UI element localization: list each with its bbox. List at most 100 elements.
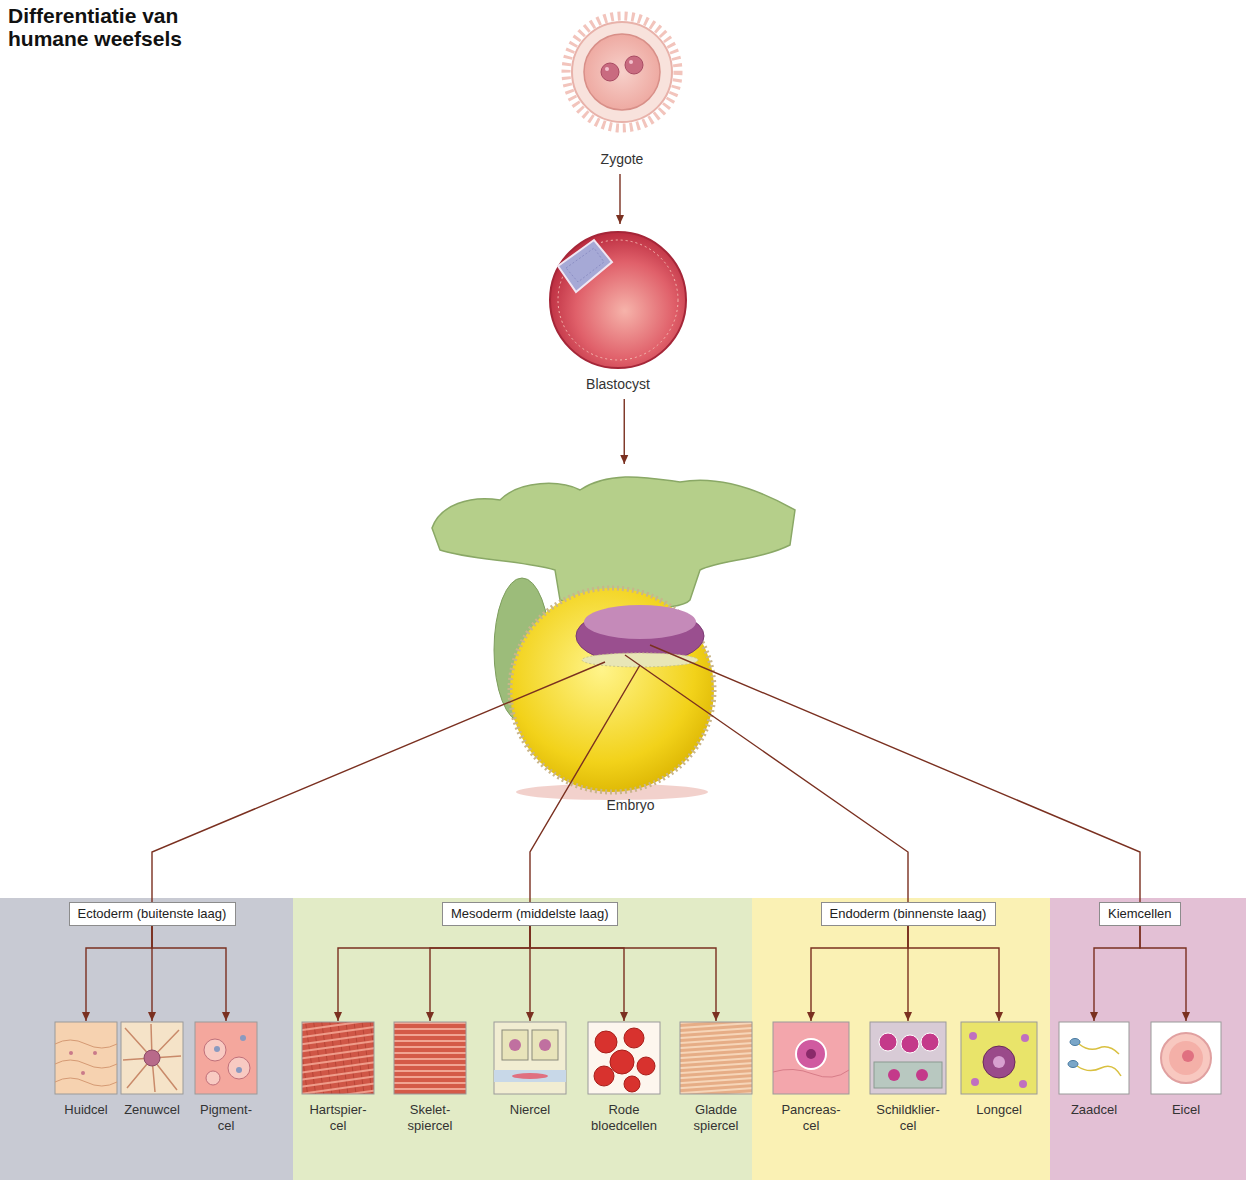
zygote-picture: [566, 16, 678, 128]
cell-label: Pancreas- cel: [781, 1102, 840, 1134]
cell-pictures: [512, 1073, 548, 1079]
cell-pictures: [1169, 1041, 1203, 1075]
cell-picture: Skelet- spiercel: [394, 1022, 466, 1094]
embryo-picture: [510, 588, 714, 792]
cell-pictures: [55, 1040, 117, 1048]
cell-pictures: [204, 1039, 226, 1061]
cell-pictures: [121, 1022, 183, 1094]
blastocyst-picture: [550, 232, 686, 368]
cell-pictures: [879, 1033, 897, 1051]
cell-pictures: [539, 1039, 551, 1051]
stage-label: Blastocyst: [548, 376, 688, 393]
zygote-picture: [605, 67, 609, 71]
zygote-picture: [566, 16, 678, 128]
cell-picture: Huidcel: [55, 1022, 117, 1094]
cell-pictures: [1182, 1050, 1194, 1062]
cell-label: Huidcel: [64, 1102, 107, 1118]
cell-label: Rode bloedcellen: [591, 1102, 657, 1134]
connector-arrow: [530, 926, 624, 1021]
germ-layer-box: Endoderm (binnenste laag): [821, 902, 996, 926]
cell-picture: Zaadcel: [1059, 1022, 1129, 1094]
stage-label: Zygote: [567, 151, 677, 168]
cell-pictures: [588, 1022, 660, 1094]
germ-layer-bands: [1050, 898, 1246, 1180]
cell-pictures: [1021, 1034, 1029, 1042]
connector-line: [530, 665, 640, 902]
germ-layer-bands: [752, 898, 1050, 1180]
cell-pictures: [93, 1051, 97, 1055]
cell-pictures: [55, 1022, 1221, 1094]
connector-arrow: [430, 926, 530, 1021]
cell-pictures: [594, 1066, 614, 1086]
germ-layer-label: Ectoderm (buitenste laag): [70, 903, 235, 925]
cell-pictures: [228, 1057, 250, 1079]
stage-picture: Embryo: [448, 466, 813, 814]
cell-pictures: [1151, 1022, 1221, 1094]
cell-pictures: [121, 1022, 183, 1094]
cell-pictures: [993, 1056, 1005, 1068]
connector-line: [625, 655, 908, 902]
cell-label: Niercel: [510, 1102, 550, 1118]
connector-arrow: [1094, 926, 1140, 1021]
cell-pictures: [773, 1022, 849, 1094]
cell-pictures: [302, 1022, 374, 1094]
cell-pictures: [916, 1069, 928, 1081]
zygote-picture: [584, 34, 660, 110]
germ-layer-bands: [0, 898, 1246, 1180]
cell-pictures: [680, 1022, 752, 1094]
cell-pictures: [195, 1022, 257, 1094]
cell-picture: Hartspier- cel: [302, 1022, 374, 1094]
cell-pictures: [69, 1051, 73, 1055]
cell-pictures: [921, 1033, 939, 1051]
cell-picture: Gladde spiercel: [680, 1022, 752, 1094]
cell-label: Zenuwcel: [124, 1102, 180, 1118]
germ-layer-box: Ectoderm (buitenste laag): [69, 902, 236, 926]
cell-pictures: [302, 1022, 374, 1094]
cell-pictures: [1161, 1033, 1211, 1083]
zygote-picture: [572, 22, 672, 122]
cell-pictures: [961, 1022, 1037, 1094]
cell-pictures: [81, 1071, 85, 1075]
cell-pictures: [1019, 1080, 1027, 1088]
cell-label: Skelet- spiercel: [408, 1102, 453, 1134]
germ-layer-label: Endoderm (binnenste laag): [822, 903, 995, 925]
connector-line: [650, 645, 1140, 902]
cell-pictures: [624, 1076, 640, 1092]
connector-arrow: [1140, 926, 1186, 1021]
cell-picture: Rode bloedcellen: [588, 1022, 660, 1094]
cell-pictures: [494, 1022, 566, 1094]
embryo-picture: [584, 605, 696, 639]
cell-pictures: [1070, 1039, 1080, 1046]
embryo-picture: [432, 477, 795, 800]
blastocyst-picture: [566, 248, 604, 282]
diagram-title: Differentiatie van humane weefsels: [8, 4, 258, 50]
cell-label: Hartspier- cel: [309, 1102, 366, 1134]
cell-picture: Pancreas- cel: [773, 1022, 849, 1094]
cell-pictures: [870, 1022, 946, 1094]
cell-pictures: [532, 1030, 558, 1060]
cell-pictures: [1151, 1022, 1221, 1094]
zygote-picture: [629, 60, 633, 64]
cell-pictures: [1077, 1066, 1121, 1076]
cell-pictures: [195, 1022, 257, 1094]
cell-pictures: [870, 1022, 946, 1094]
germ-layer-box: Kiemcellen: [1099, 902, 1181, 926]
stage-picture: Blastocyst: [548, 226, 688, 393]
cell-label: Pigment- cel: [200, 1102, 252, 1134]
cell-picture: Schildklier- cel: [870, 1022, 946, 1094]
cell-pictures: [494, 1022, 566, 1094]
cell-pictures: [680, 1022, 752, 1094]
cell-pictures: [494, 1070, 566, 1082]
germ-layer-label: Mesoderm (middelste laag): [443, 903, 617, 925]
cell-pictures: [874, 1062, 942, 1088]
cell-picture: Eicel: [1151, 1022, 1221, 1094]
cell-pictures: [806, 1049, 816, 1059]
cell-pictures: [123, 1024, 181, 1092]
stage-label: Embryo: [448, 797, 813, 814]
cell-pictures: [901, 1035, 919, 1053]
germ-layer-label: Kiemcellen: [1100, 903, 1180, 925]
cell-pictures: [55, 1078, 117, 1086]
stage-picture: Zygote: [567, 18, 677, 168]
cell-pictures: [394, 1022, 466, 1094]
